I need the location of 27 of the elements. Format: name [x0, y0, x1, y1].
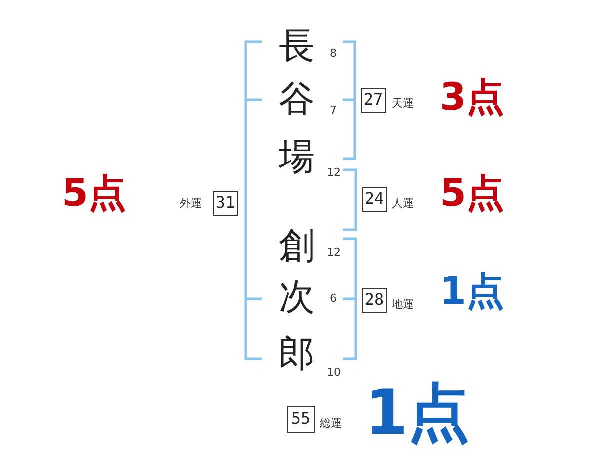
stroke-total-box: 28: [362, 288, 387, 313]
stroke-count: 8: [330, 48, 337, 59]
score-text: 3点: [440, 78, 504, 116]
fortune-category-label: 地運: [392, 299, 414, 310]
score-text: 5点: [62, 174, 126, 212]
score-text: 5点: [440, 174, 504, 212]
name-character: 郎: [279, 337, 315, 373]
score-text: 1点: [440, 272, 504, 310]
name-character: 場: [279, 140, 315, 176]
stroke-total-box: 24: [362, 187, 387, 212]
stroke-count: 7: [330, 105, 337, 116]
fortune-category-label: 外運: [180, 198, 202, 209]
stroke-count: 12: [327, 247, 341, 258]
stroke-count: 12: [327, 167, 341, 178]
name-character: 谷: [279, 82, 315, 118]
stroke-count: 10: [327, 367, 341, 378]
name-character: 長: [279, 29, 315, 65]
score-text: 1点: [365, 382, 470, 444]
name-character: 創: [279, 229, 315, 265]
name-character: 次: [279, 280, 315, 316]
fortune-category-label: 天運: [392, 98, 414, 109]
stroke-total-box: 55: [287, 406, 315, 433]
stroke-count: 6: [330, 293, 337, 304]
fortune-category-label: 総運: [320, 418, 342, 429]
stroke-total-box: 27: [361, 88, 386, 113]
stroke-total-box: 31: [213, 191, 238, 216]
fortune-category-label: 人運: [392, 198, 414, 209]
